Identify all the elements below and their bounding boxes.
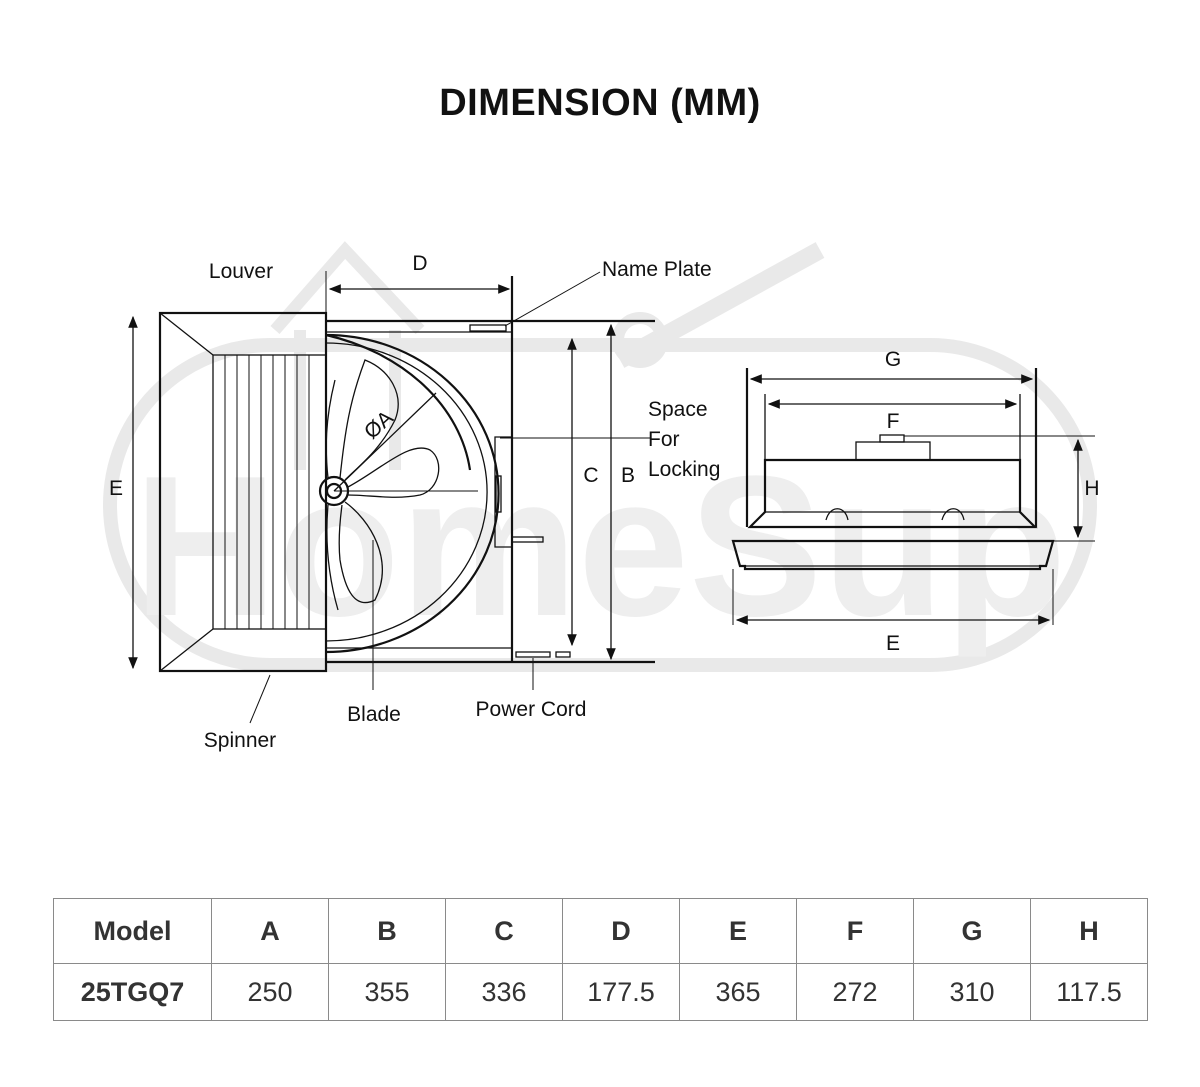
side-view [128,271,655,724]
dim-b-letter: B [621,464,635,487]
table-header-model: Model [53,898,212,964]
table-header-g: G [913,898,1031,964]
table-row: 25TGQ7 250 355 336 177.5 365 272 310 117… [53,963,1148,1021]
dim-e-top-letter: E [886,632,900,655]
table-cell-b: 355 [328,963,446,1021]
label-louver: Louver [209,260,273,283]
top-view [731,368,1095,625]
label-for: For [648,428,680,451]
table-cell-e: 365 [679,963,797,1021]
label-space: Space [648,398,708,421]
table-header-a: A [211,898,329,964]
dimension-table: Model A B C D E F G H 25TGQ7 250 355 336… [53,898,1148,1021]
label-power-cord: Power Cord [476,698,587,721]
table-cell-h: 117.5 [1030,963,1148,1021]
label-name-plate: Name Plate [602,258,712,281]
table-cell-model: 25TGQ7 [53,963,212,1021]
page-title: DIMENSION (MM) [439,82,761,124]
table-cell-d: 177.5 [562,963,680,1021]
table-header-row: Model A B C D E F G H [53,898,1148,964]
table-header-e: E [679,898,797,964]
table-cell-f: 272 [796,963,914,1021]
dim-h-letter: H [1084,477,1099,500]
fan-blades [325,359,440,611]
label-locking: Locking [648,458,720,481]
label-blade: Blade [347,703,401,726]
table-header-h: H [1030,898,1148,964]
table-cell-g: 310 [913,963,1031,1021]
label-spinner: Spinner [204,729,276,752]
table-header-f: F [796,898,914,964]
fan-dimension-drawing: HomeSup [103,241,1100,752]
table-cell-a: 250 [211,963,329,1021]
table-header-b: B [328,898,446,964]
dim-f-letter: F [887,410,900,433]
dim-g-letter: G [885,348,901,371]
dim-d-letter: D [412,252,427,275]
dim-c-letter: C [583,464,598,487]
louver-slats [224,355,310,629]
table-header-d: D [562,898,680,964]
dim-e-side-letter: E [109,477,123,500]
table-header-c: C [445,898,563,964]
table-cell-c: 336 [445,963,563,1021]
